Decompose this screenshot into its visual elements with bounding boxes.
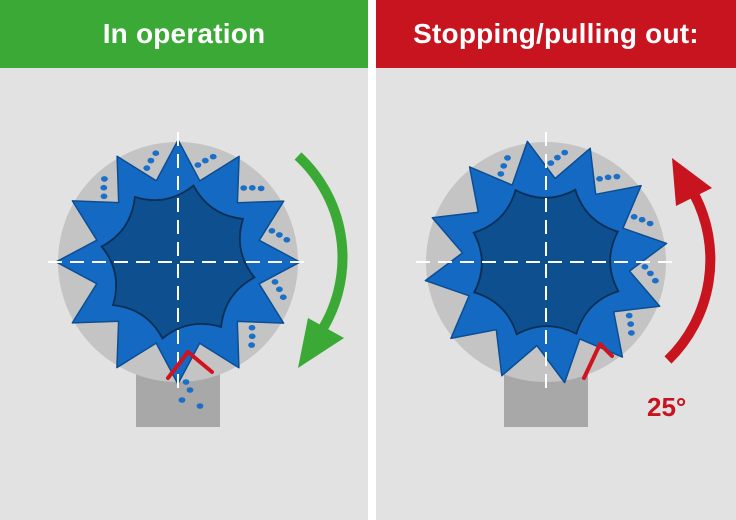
falling-pellet [182, 379, 190, 385]
pellet [194, 162, 202, 168]
pellet [604, 174, 612, 181]
panel-title-in-operation: In operation [0, 0, 368, 68]
rotor-core [100, 184, 256, 340]
pellet [625, 312, 633, 319]
falling-pellet [178, 397, 186, 403]
pellet [248, 324, 256, 331]
pellet [497, 171, 505, 177]
pellet [652, 277, 659, 284]
pellet [209, 153, 217, 160]
rotation-arrow-counterclockwise-icon [664, 158, 716, 364]
pellet [283, 237, 291, 243]
pellet [201, 157, 209, 164]
pellet [257, 185, 265, 192]
highlighted-blade-edge [582, 342, 614, 380]
pellet [613, 173, 621, 180]
panel-in-operation: In operation [0, 0, 368, 520]
falling-pellet [196, 403, 204, 409]
pellet [276, 286, 283, 293]
panel-stopping: Stopping/pulling out: 25° [376, 0, 736, 520]
pellet [628, 330, 635, 336]
pellet [248, 342, 256, 348]
pellet [100, 184, 108, 191]
rotor-diagram-stopping [416, 132, 716, 427]
pellet [547, 160, 555, 166]
rotor-core [472, 188, 620, 336]
pellet [596, 176, 603, 182]
pellet [646, 220, 654, 227]
pellet [627, 321, 635, 327]
pellet [100, 193, 108, 200]
panel-title-stopping: Stopping/pulling out: [376, 0, 736, 68]
pellet [240, 185, 248, 191]
pellet [647, 270, 654, 277]
pellet [630, 214, 638, 220]
pellet [638, 216, 646, 223]
pellet [268, 228, 276, 234]
rotation-angle-label: 25° [647, 392, 687, 422]
pellet [147, 157, 155, 164]
rotor-diagram-in-operation [48, 132, 348, 427]
highlighted-blade-edge [166, 350, 214, 380]
pellet [561, 149, 569, 156]
pellet [279, 294, 287, 301]
pellet [271, 279, 279, 285]
pellet [248, 185, 256, 191]
pellet [500, 163, 508, 169]
pellet [143, 165, 151, 171]
pellet [554, 154, 561, 161]
pellet [101, 176, 108, 182]
pellet [152, 150, 160, 156]
pellet [641, 264, 649, 270]
falling-pellet [186, 387, 194, 393]
pellet [248, 333, 256, 340]
rotation-arrow-clockwise-icon [294, 152, 348, 368]
pellet [276, 232, 283, 238]
pellet [504, 155, 511, 161]
